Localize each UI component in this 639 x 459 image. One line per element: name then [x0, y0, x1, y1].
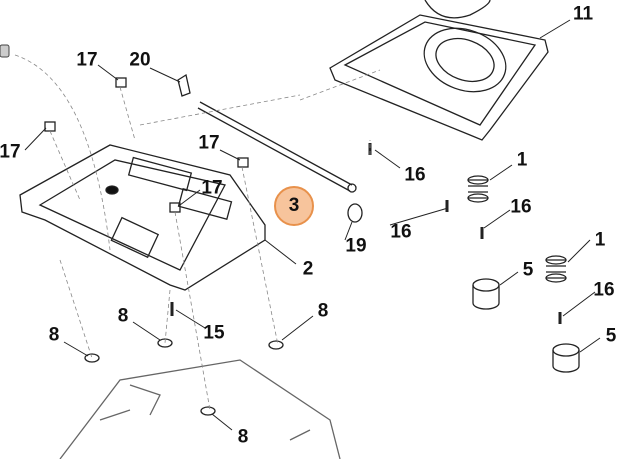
callout-11[interactable]: 11	[572, 3, 594, 25]
edge-fragment-icon	[0, 44, 10, 58]
part-1-spring	[467, 175, 489, 203]
callout-17[interactable]: 17	[76, 49, 98, 71]
callout-8[interactable]: 8	[48, 324, 60, 346]
callout-1[interactable]: 1	[594, 229, 606, 251]
callout-8[interactable]: 8	[317, 300, 329, 322]
callout-5[interactable]: 5	[522, 259, 534, 281]
callout-17[interactable]: 17	[201, 177, 223, 199]
callout-5[interactable]: 5	[605, 325, 617, 347]
callout-16[interactable]: 16	[390, 221, 412, 243]
callout-3-highlighted[interactable]: 3	[274, 186, 314, 226]
part-5-cap-2	[552, 350, 580, 373]
callout-20[interactable]: 20	[129, 49, 151, 71]
callout-1[interactable]: 1	[516, 149, 528, 171]
callout-8[interactable]: 8	[237, 426, 249, 448]
part-1-spring-2	[545, 255, 567, 283]
callout-19[interactable]: 19	[345, 235, 367, 257]
part-3-rod	[197, 101, 353, 192]
callout-2[interactable]: 2	[302, 258, 314, 280]
part-19-bushing	[347, 203, 363, 223]
part-2-base-plate	[19, 144, 266, 291]
part-5-cap	[472, 285, 500, 310]
callout-17[interactable]: 17	[0, 141, 21, 163]
callout-16[interactable]: 16	[404, 164, 426, 186]
callout-15[interactable]: 15	[203, 322, 225, 344]
callout-16[interactable]: 16	[510, 196, 532, 218]
part-11-mount-plate	[329, 14, 549, 141]
callout-8[interactable]: 8	[117, 305, 129, 327]
callout-16[interactable]: 16	[593, 279, 615, 301]
callout-17[interactable]: 17	[198, 132, 220, 154]
